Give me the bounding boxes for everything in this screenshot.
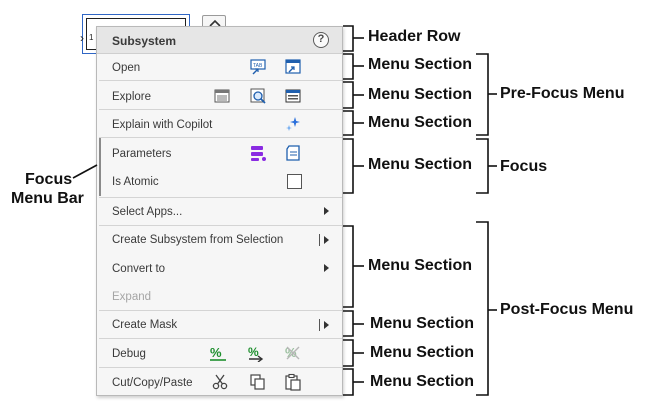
menu-item-select-apps[interactable]: Select Apps... xyxy=(112,206,183,218)
input-port-marker: › xyxy=(80,31,84,45)
submenu-arrow-icon xyxy=(324,207,329,215)
label-menu-section: Menu Section xyxy=(370,373,475,390)
cut-icon[interactable] xyxy=(211,373,229,391)
menu-item-create-mask[interactable]: Create Mask xyxy=(112,319,178,331)
label-menu-section: Menu Section xyxy=(368,114,473,131)
menu-item-open[interactable]: Open xyxy=(112,62,141,74)
label-menu-section: Menu Section xyxy=(368,56,473,73)
menu-item-create-subsystem-from-selection[interactable]: Create Subsystem from Selection xyxy=(112,234,284,246)
copy-icon[interactable] xyxy=(249,373,267,391)
menu-item-explain-with-copilot[interactable]: Explain with Copilot xyxy=(112,119,213,131)
menu-separator xyxy=(99,225,342,226)
label-pre-focus-menu: Pre-Focus Menu xyxy=(500,85,625,102)
block-parameters-dialog-icon[interactable] xyxy=(284,144,302,162)
model-browser-icon[interactable] xyxy=(249,87,267,105)
svg-text:TAB: TAB xyxy=(253,63,263,69)
help-icon[interactable]: ? xyxy=(313,32,329,48)
submenu-arrow-icon[interactable] xyxy=(324,321,329,329)
menu-item-parameters[interactable]: Parameters xyxy=(112,148,172,160)
copilot-sparkle-icon[interactable] xyxy=(284,115,302,133)
label-menu-section: Menu Section xyxy=(368,257,473,274)
label-menu-section: Menu Section xyxy=(368,156,473,173)
split-button-divider xyxy=(319,319,320,331)
label-focus-menu-bar-line2: Menu Bar xyxy=(11,190,84,207)
label-menu-section: Menu Section xyxy=(370,344,475,361)
menu-separator xyxy=(99,80,342,81)
menu-header-row: Subsystem ? xyxy=(97,27,342,54)
menu-item-explore[interactable]: Explore xyxy=(112,91,151,103)
menu-item-debug[interactable]: Debug xyxy=(112,348,146,360)
open-in-new-tab-icon[interactable]: TAB xyxy=(249,58,267,76)
is-atomic-checkbox[interactable] xyxy=(287,174,302,189)
label-focus-menu-bar-line1: Focus xyxy=(25,171,73,188)
split-button-divider xyxy=(319,234,320,246)
focus-menu-bar xyxy=(99,138,101,196)
label-header-row: Header Row xyxy=(368,28,461,45)
svg-text:%: % xyxy=(210,345,222,360)
add-breakpoint-icon[interactable]: % xyxy=(209,344,227,362)
step-into-icon[interactable]: % xyxy=(247,344,265,362)
menu-item-is-atomic[interactable]: Is Atomic xyxy=(112,176,159,188)
menu-item-convert-to[interactable]: Convert to xyxy=(112,263,166,275)
open-in-new-window-icon[interactable] xyxy=(284,58,302,76)
clear-breakpoints-icon: % xyxy=(285,345,300,360)
model-explorer-icon[interactable] xyxy=(213,87,231,105)
property-inspector-icon[interactable] xyxy=(284,87,302,105)
menu-separator xyxy=(99,197,342,198)
paste-icon[interactable] xyxy=(284,373,302,391)
submenu-arrow-icon[interactable] xyxy=(324,236,329,244)
svg-text:%: % xyxy=(248,345,259,359)
label-menu-section: Menu Section xyxy=(368,86,473,103)
parameters-icon[interactable] xyxy=(249,144,267,162)
label-post-focus-menu: Post-Focus Menu xyxy=(500,301,634,318)
label-focus: Focus xyxy=(500,158,548,175)
menu-item-expand: Expand xyxy=(112,291,152,303)
menu-separator xyxy=(99,338,342,339)
label-menu-section: Menu Section xyxy=(370,315,475,332)
chevron-up-icon xyxy=(209,19,221,27)
context-menu: Subsystem ? Open TAB Explore Explain wit… xyxy=(96,26,343,396)
menu-title: Subsystem xyxy=(112,34,177,48)
menu-separator xyxy=(99,310,342,311)
menu-item-cut-copy-paste: Cut/Copy/Paste xyxy=(112,377,193,389)
menu-separator xyxy=(99,137,342,138)
submenu-arrow-icon xyxy=(324,264,329,272)
menu-separator xyxy=(99,367,342,368)
menu-separator xyxy=(99,109,342,110)
input-port-number: 1 xyxy=(89,33,94,42)
